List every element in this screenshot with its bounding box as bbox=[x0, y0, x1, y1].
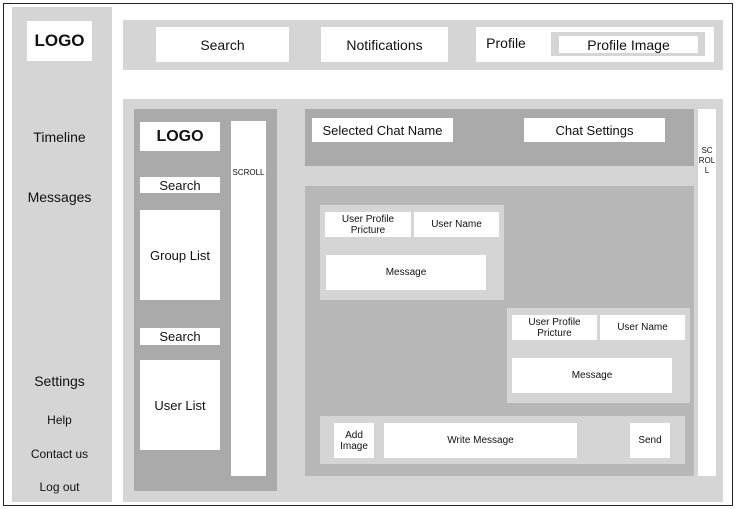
user-list[interactable]: User List bbox=[140, 360, 220, 450]
nav-messages[interactable]: Messages bbox=[27, 189, 92, 205]
nav-help[interactable]: Help bbox=[47, 413, 72, 427]
window-frame bbox=[3, 3, 733, 506]
add-image-button[interactable]: Add Image bbox=[334, 423, 374, 458]
message-username: User Name bbox=[414, 212, 499, 237]
message-text: Message bbox=[512, 358, 672, 393]
user-search-input[interactable]: Search bbox=[140, 328, 220, 345]
top-search-button[interactable]: Search bbox=[156, 27, 289, 62]
nav-settings[interactable]: Settings bbox=[34, 373, 85, 389]
left-panel-scrollbar[interactable] bbox=[231, 121, 266, 476]
sidebar bbox=[12, 7, 112, 502]
selected-chat-name: Selected Chat Name bbox=[312, 118, 453, 142]
nav-log-out[interactable]: Log out bbox=[39, 480, 80, 494]
left-panel-logo: LOGO bbox=[140, 122, 220, 151]
message-text: Message bbox=[326, 255, 486, 290]
message-avatar: User Profile Pricture bbox=[512, 315, 597, 340]
nav-timeline[interactable]: Timeline bbox=[33, 129, 86, 145]
profile-image[interactable]: Profile Image bbox=[559, 36, 698, 53]
left-panel-scroll-label: SCROLL bbox=[232, 167, 265, 177]
message-avatar: User Profile Pricture bbox=[325, 212, 411, 237]
chat-settings-button[interactable]: Chat Settings bbox=[524, 118, 665, 142]
send-button[interactable]: Send bbox=[630, 423, 670, 458]
chat-scrollbar[interactable] bbox=[698, 109, 716, 476]
notifications-button[interactable]: Notifications bbox=[321, 27, 448, 62]
profile-label: Profile bbox=[486, 35, 526, 51]
nav-contact-us[interactable]: Contact us bbox=[30, 447, 89, 461]
sidebar-logo: LOGO bbox=[27, 21, 92, 61]
write-message-input[interactable]: Write Message bbox=[384, 423, 577, 458]
chat-scroll-label: SC ROL L bbox=[698, 146, 716, 175]
message-username: User Name bbox=[600, 315, 685, 340]
group-search-input[interactable]: Search bbox=[140, 177, 220, 193]
group-list[interactable]: Group List bbox=[140, 210, 220, 300]
